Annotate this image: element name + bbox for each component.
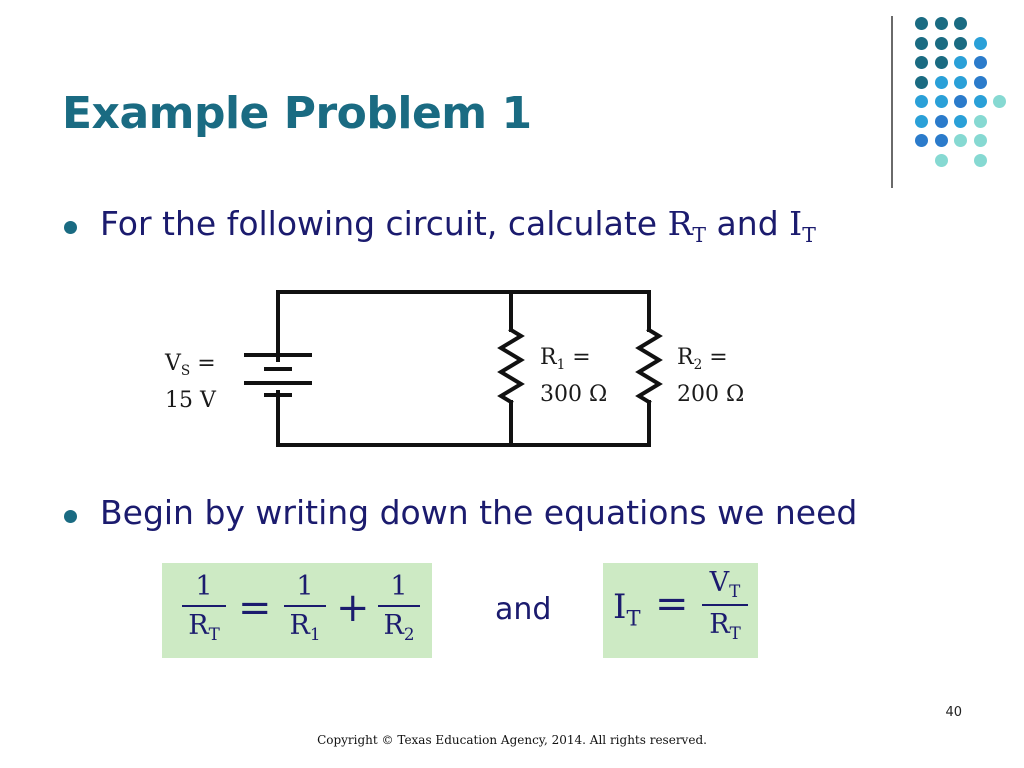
decorative-dot (934, 75, 948, 89)
plus-sign: + (336, 585, 370, 631)
decorative-dot (973, 134, 987, 147)
decorative-dot (915, 95, 928, 108)
decorative-dot (954, 95, 967, 108)
r1-label: R1 = 300 Ω (540, 345, 608, 407)
it-lhs: IT (613, 587, 641, 631)
source-voltage-label: VS = 15 V (165, 351, 216, 413)
decorative-dot (915, 134, 928, 147)
decorative-dot (915, 36, 928, 50)
decorative-dot (934, 134, 948, 147)
decorative-dot (934, 95, 948, 108)
decorative-dot (993, 95, 1006, 108)
equation-ohms-law: IT = VT RT (603, 563, 758, 658)
decorative-dot (915, 75, 928, 89)
slide-title: Example Problem 1 (62, 88, 532, 139)
r1-value: 300 Ω (540, 381, 608, 407)
fraction-vt-over-rt: VT RT (702, 567, 748, 643)
circuit-schematic (244, 290, 663, 447)
decorative-dot (973, 153, 987, 167)
decorative-dot (934, 114, 948, 128)
bullet-text-2: Begin by writing down the equations we n… (100, 493, 858, 532)
equals-sign: = (238, 585, 272, 631)
decorative-dot (954, 56, 967, 69)
decorative-divider (891, 16, 893, 188)
equals-sign: = (655, 581, 689, 627)
decorative-dot (973, 36, 987, 50)
bullet-text-1: For the following circuit, calculate RT … (100, 204, 816, 247)
resistor-r2-zigzag (635, 327, 663, 405)
decorative-dot (954, 17, 967, 30)
decorative-dot (934, 153, 948, 167)
page-number: 40 (945, 705, 962, 720)
fraction-1-over-rt: 1 RT (182, 571, 226, 644)
resistor-r1-zigzag (497, 327, 525, 405)
decorative-dot (973, 114, 987, 128)
decorative-dot (973, 56, 987, 69)
decorative-dot (973, 75, 987, 89)
fraction-1-over-r2: 1 R2 (378, 571, 420, 644)
decorative-dot (934, 36, 948, 50)
copyright-notice: Copyright © Texas Education Agency, 2014… (317, 733, 707, 747)
decorative-dot (954, 134, 967, 147)
r2-label: R2 = 200 Ω (677, 345, 745, 407)
rt-symbol: RT (667, 204, 707, 248)
decorative-dot (973, 95, 987, 108)
fraction-1-over-r1: 1 R1 (284, 571, 326, 644)
it-symbol: IT (789, 204, 816, 248)
wire-bottom (276, 390, 651, 447)
decorative-dot (915, 56, 928, 69)
decorative-dot (915, 17, 928, 30)
bullet-marker (64, 510, 77, 523)
bullet-1-and: and (706, 204, 790, 243)
wire-top (276, 290, 651, 362)
bullet-marker (64, 221, 77, 234)
decorative-dot (954, 36, 967, 50)
decorative-dot (954, 114, 967, 128)
r2-value: 200 Ω (677, 381, 745, 407)
circuit-diagram (231, 290, 665, 464)
decorative-dot (934, 56, 948, 69)
decorative-dot (915, 114, 928, 128)
bullet-1-prefix: For the following circuit, calculate (100, 204, 668, 243)
decorative-dot (934, 17, 948, 30)
source-voltage-value: 15 V (165, 387, 216, 413)
and-text: and (495, 592, 552, 627)
equation-parallel-resistance: 1 RT = 1 R1 + 1 R2 (162, 563, 432, 658)
decorative-dot (954, 75, 967, 89)
